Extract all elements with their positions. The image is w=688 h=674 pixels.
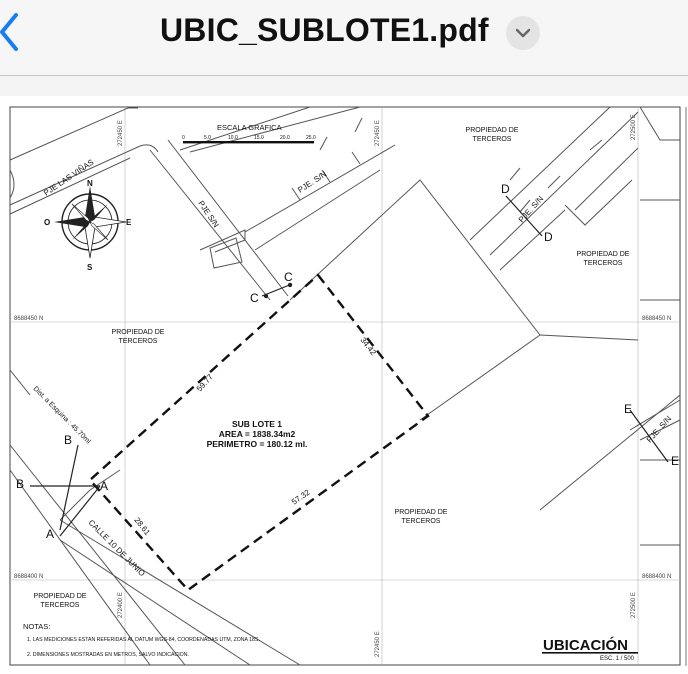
drawing-notes: NOTAS: 1. LAS MEDICIONES ESTAN REFERIDAS…: [23, 622, 260, 658]
section-markers: [30, 195, 669, 537]
document-menu-button[interactable]: [506, 16, 540, 50]
svg-text:8688400 N: 8688400 N: [642, 574, 671, 580]
svg-text:E: E: [624, 402, 632, 416]
svg-text:TERCEROS: TERCEROS: [41, 602, 80, 609]
svg-text:B: B: [16, 477, 24, 491]
north-arrow-icon: N S E O: [44, 179, 132, 272]
svg-text:20.0: 20.0: [280, 135, 290, 141]
svg-text:SUB LOTE 1: SUB LOTE 1: [232, 419, 282, 429]
third-party-labels: PROPIEDAD DE TERCEROS PROPIEDAD DE TERCE…: [34, 127, 630, 609]
svg-text:272450 E: 272450 E: [375, 631, 381, 657]
svg-text:PJE. S/N: PJE. S/N: [296, 169, 328, 194]
svg-text:15.0: 15.0: [254, 135, 264, 141]
svg-text:A: A: [46, 527, 54, 541]
svg-text:N: N: [87, 179, 93, 188]
svg-text:8688450 N: 8688450 N: [14, 316, 43, 322]
pdf-page[interactable]: C C D D E E A A B B: [0, 96, 688, 674]
svg-text:B: B: [64, 433, 72, 447]
svg-text:O: O: [44, 218, 50, 227]
svg-text:E: E: [126, 218, 132, 227]
svg-text:272450 E: 272450 E: [375, 120, 381, 146]
svg-text:Dist. a Esquina : 45.70ml: Dist. a Esquina : 45.70ml: [32, 385, 92, 445]
svg-text:272450 E: 272450 E: [118, 120, 124, 146]
sublote-1-boundary: [88, 273, 430, 592]
svg-text:0: 0: [182, 135, 185, 141]
svg-text:34.42: 34.42: [358, 336, 378, 358]
svg-text:A: A: [100, 479, 108, 493]
svg-text:E: E: [671, 454, 679, 468]
svg-text:8688400 N: 8688400 N: [14, 574, 43, 580]
svg-text:TERCEROS: TERCEROS: [584, 260, 623, 267]
svg-text:272500 E: 272500 E: [631, 592, 637, 618]
svg-text:NOTAS:: NOTAS:: [23, 622, 50, 631]
sheet-frame: [9, 106, 681, 666]
site-plan: C C D D E E A A B B: [9, 106, 687, 666]
svg-text:2. DIMENSIONES MOSTRADAS EN ME: 2. DIMENSIONES MOSTRADAS EN METROS, SALV…: [27, 652, 189, 658]
document-title: UBIC_SUBLOTE1.pdf: [160, 12, 489, 48]
svg-text:PERIMETRO = 180.12 ml.: PERIMETRO = 180.12 ml.: [207, 439, 308, 449]
svg-text:59.77: 59.77: [195, 372, 215, 393]
svg-text:ESCALA GRAFICA: ESCALA GRAFICA: [217, 123, 282, 132]
document-header: UBIC_SUBLOTE1.pdf: [0, 0, 688, 76]
svg-text:1. LAS MEDICIONES ESTAN REFERI: 1. LAS MEDICIONES ESTAN REFERIDAS AL DAT…: [27, 637, 260, 643]
chevron-down-icon: [515, 28, 531, 38]
street-lines: [9, 106, 681, 666]
coordinate-grid: [10, 107, 680, 665]
graphic-scale: ESCALA GRAFICA 0 5.0 10.0 15.0 20.0 25.0: [182, 123, 316, 144]
svg-text:10.0: 10.0: [228, 135, 238, 141]
grid-coordinate-labels: 8688450 N 8688450 N 8688400 N 8688400 N …: [14, 114, 671, 657]
location-title: UBICACIÓN ESC. 1 / 500: [542, 636, 638, 662]
chevron-left-icon: [0, 13, 18, 51]
svg-text:D: D: [501, 182, 510, 196]
lot-info: SUB LOTE 1 AREA = 1838.34m2 PERIMETRO = …: [207, 419, 308, 449]
svg-text:PROPIEDAD DE: PROPIEDAD DE: [34, 593, 87, 600]
svg-text:C: C: [284, 270, 293, 284]
svg-text:D: D: [544, 230, 553, 244]
pdf-viewer[interactable]: C C D D E E A A B B: [0, 78, 688, 674]
svg-text:8688450 N: 8688450 N: [642, 316, 671, 322]
back-button[interactable]: [0, 10, 28, 56]
svg-text:PJE. S/N: PJE. S/N: [517, 194, 546, 224]
svg-text:272500 E: 272500 E: [631, 114, 637, 140]
svg-text:28.61: 28.61: [132, 516, 152, 538]
header-divider: [0, 75, 688, 76]
svg-text:S: S: [87, 263, 93, 272]
svg-text:TERCEROS: TERCEROS: [473, 136, 512, 143]
svg-text:5.0: 5.0: [204, 135, 211, 141]
svg-text:PROPIEDAD DE: PROPIEDAD DE: [577, 251, 630, 258]
svg-text:272400 E: 272400 E: [118, 592, 124, 618]
svg-text:TERCEROS: TERCEROS: [402, 518, 441, 525]
svg-text:PROPIEDAD DE: PROPIEDAD DE: [112, 329, 165, 336]
section-labels: C C D D E E A A B B: [16, 182, 679, 541]
svg-text:AREA = 1838.34m2: AREA = 1838.34m2: [219, 429, 296, 439]
svg-text:PROPIEDAD DE: PROPIEDAD DE: [466, 127, 519, 134]
svg-text:ESC. 1 / 500: ESC. 1 / 500: [600, 656, 635, 662]
svg-text:PROPIEDAD DE: PROPIEDAD DE: [395, 509, 448, 516]
svg-text:25.0: 25.0: [306, 135, 316, 141]
svg-text:C: C: [250, 291, 259, 305]
svg-text:TERCEROS: TERCEROS: [119, 338, 158, 345]
svg-text:UBICACIÓN: UBICACIÓN: [543, 636, 628, 654]
